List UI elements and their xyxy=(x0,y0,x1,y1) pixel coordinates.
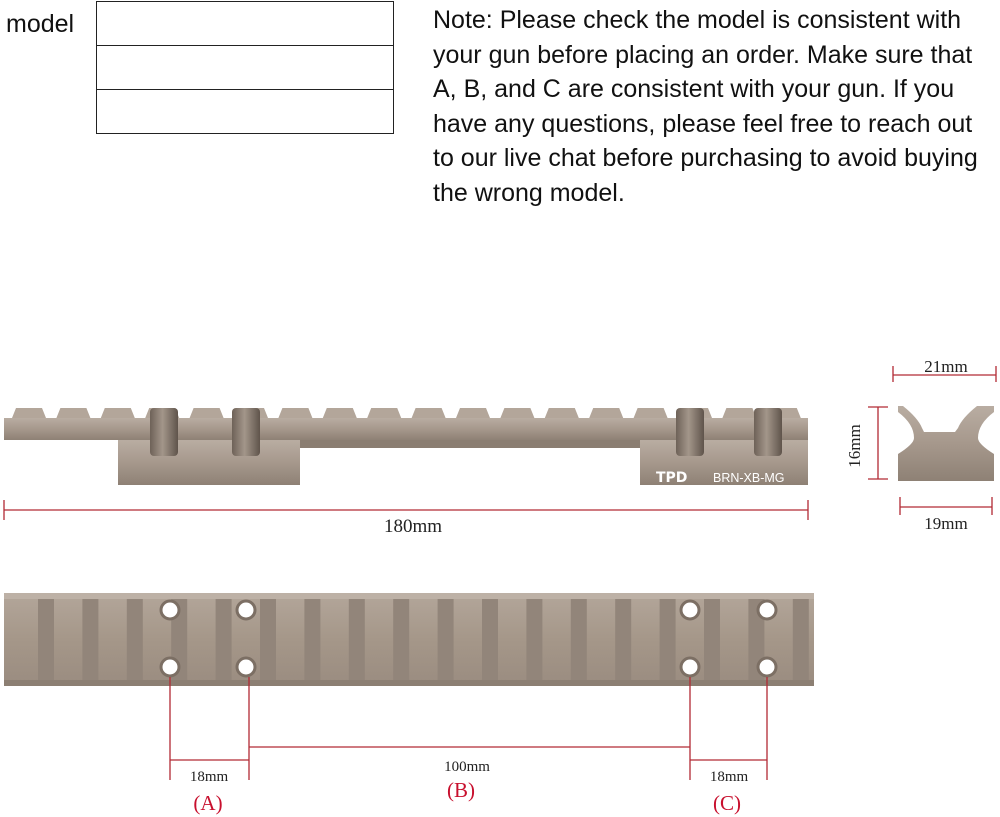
rail-tooth xyxy=(322,408,357,418)
screw-post-4 xyxy=(754,408,782,456)
hole-6 xyxy=(679,656,701,678)
rail-lower-bar xyxy=(118,440,808,485)
spacing-b-value: 100mm xyxy=(444,759,490,775)
rail-slot xyxy=(348,599,365,680)
rail-tooth xyxy=(589,408,624,418)
mounting-holes xyxy=(159,599,778,678)
rail-slot xyxy=(615,599,632,680)
profile-shape xyxy=(898,406,994,481)
model-row-3 xyxy=(96,89,394,134)
screw-post-1 xyxy=(150,408,178,456)
rail-model-code: BRN-XB-MG xyxy=(713,471,785,485)
spacing-a-label: (A) xyxy=(193,791,222,815)
hole-2 xyxy=(159,656,181,678)
rail-cutout-shadow xyxy=(300,440,640,448)
rail-slot xyxy=(526,599,543,680)
rail-slot xyxy=(393,599,410,680)
hole-3 xyxy=(235,599,257,621)
rail-tooth xyxy=(100,408,135,418)
model-row-1 xyxy=(96,1,394,46)
profile-dimensions xyxy=(868,366,997,515)
rail-tooth xyxy=(411,408,446,418)
screw-post-3 xyxy=(676,408,704,456)
rail-tooth xyxy=(544,408,579,418)
rail-slot xyxy=(437,599,454,680)
height-label: 16mm xyxy=(845,424,864,467)
model-label: model xyxy=(6,10,75,38)
length-label: 180mm xyxy=(384,516,442,537)
model-table xyxy=(96,1,394,134)
hole-1 xyxy=(159,599,181,621)
rail-slot xyxy=(792,599,809,680)
rail-slot xyxy=(570,599,587,680)
rail-tooth xyxy=(500,408,535,418)
model-row-2 xyxy=(96,45,394,90)
rail-slot xyxy=(215,599,232,680)
top-width-label: 21mm xyxy=(924,357,967,376)
rail-side-view: TPD BRN-XB-MG xyxy=(4,408,808,486)
length-dimension xyxy=(3,500,809,520)
rail-tooth xyxy=(56,408,91,418)
spacing-a-value: 18mm xyxy=(190,769,229,785)
rail-tooth xyxy=(633,408,668,418)
spacing-c-value: 18mm xyxy=(710,769,749,785)
hole-5 xyxy=(679,599,701,621)
rail-tooth xyxy=(278,408,313,418)
spacing-b-label: (B) xyxy=(447,778,475,802)
rail-slot xyxy=(659,599,676,680)
rail-upper-bar xyxy=(4,418,808,440)
rail-slot xyxy=(126,599,143,680)
rail-slot xyxy=(482,599,498,680)
rail-slot xyxy=(304,599,321,680)
hole-8 xyxy=(756,656,778,678)
order-note: Note: Please check the model is consiste… xyxy=(433,6,978,207)
spacing-c-label: (C) xyxy=(713,791,741,815)
rail-tooth xyxy=(456,408,490,418)
rail-tooth xyxy=(189,408,224,418)
rail-tooth xyxy=(367,408,402,418)
screw-post-2 xyxy=(232,408,260,456)
rail-tooth xyxy=(12,408,46,418)
hole-7 xyxy=(756,599,778,621)
spacing-dimensions xyxy=(169,677,768,780)
rail-slot xyxy=(260,599,276,680)
rail-brand-logo: TPD xyxy=(656,470,687,486)
rail-slot xyxy=(38,599,54,680)
rail-slot xyxy=(82,599,99,680)
rail-slot xyxy=(704,599,720,680)
hole-4 xyxy=(235,656,257,678)
bottom-width-label: 19mm xyxy=(924,514,967,533)
rail-tooth xyxy=(722,408,757,418)
rail-profile xyxy=(898,406,994,481)
rail-top-view xyxy=(4,593,814,686)
